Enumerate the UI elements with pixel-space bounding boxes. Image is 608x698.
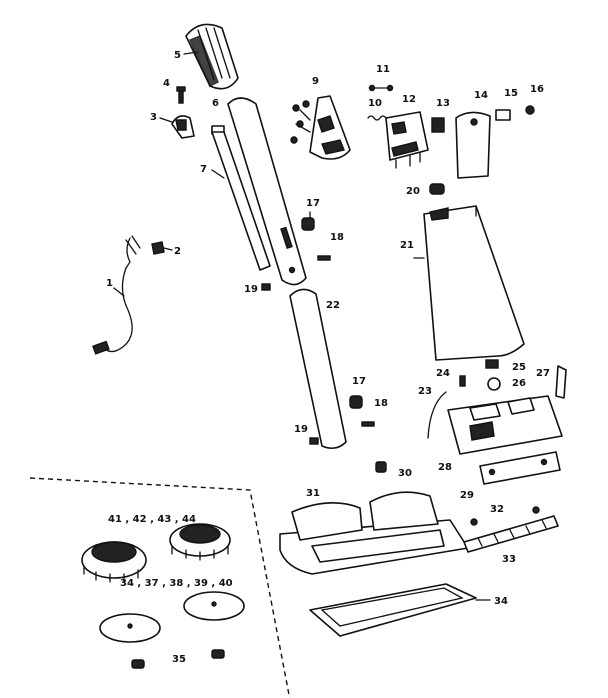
part-14-cover <box>455 111 491 179</box>
part-5-handle-grip <box>185 23 239 90</box>
part-34-tray <box>309 583 477 637</box>
part-15-button <box>495 109 511 121</box>
label-35: 35 <box>172 654 186 665</box>
label-33: 33 <box>502 554 516 565</box>
part-16-nut <box>525 105 535 115</box>
label-13: 13 <box>436 98 450 109</box>
part-10-spring <box>367 115 387 121</box>
label-19-upper: 19 <box>244 284 258 295</box>
label-25: 25 <box>512 362 526 373</box>
label-19-lower: 19 <box>294 424 308 435</box>
part-2-cord-clip <box>151 241 165 255</box>
part-9-bracket <box>290 95 351 160</box>
label-29: 29 <box>460 490 474 501</box>
label-23: 23 <box>418 386 432 397</box>
part-11-pin <box>368 84 394 92</box>
part-23-hose <box>427 391 447 439</box>
label-34: 34 <box>494 596 508 607</box>
part-26-ring <box>487 377 501 391</box>
label-17-lower: 17 <box>352 376 366 387</box>
label-20: 20 <box>406 186 420 197</box>
label-24: 24 <box>436 368 450 379</box>
part-brush-right <box>169 523 231 561</box>
label-30: 30 <box>398 468 412 479</box>
part-brush-left <box>81 541 147 583</box>
part-20-coupler <box>429 183 445 195</box>
label-6: 6 <box>212 98 219 109</box>
label-27: 27 <box>536 368 550 379</box>
part-29-plate <box>479 451 561 485</box>
accessory-region-border <box>29 477 291 698</box>
label-9: 9 <box>312 76 319 87</box>
part-25-fitting <box>485 359 499 369</box>
label-group-41-44: 41 , 42 , 43 , 44 <box>108 514 196 525</box>
part-35-coupling <box>131 649 225 669</box>
part-24-screw <box>459 375 466 387</box>
part-12-switch-housing <box>385 111 429 169</box>
label-32: 32 <box>490 504 504 515</box>
part-19-bolt-lower <box>309 437 319 445</box>
part-18-screw-upper <box>317 255 331 261</box>
part-17-plug-upper <box>301 217 315 231</box>
label-2: 2 <box>174 246 181 257</box>
part-6-upper-handle-tube <box>227 97 307 286</box>
label-28: 28 <box>438 462 452 473</box>
label-group-34-40: 34 , 37 , 38 , 39 , 40 <box>120 578 233 589</box>
part-33-bumper-strip <box>463 515 559 553</box>
part-17-plug-lower <box>349 395 363 409</box>
part-19-bolt-upper <box>261 283 271 291</box>
part-28-motor-housing <box>447 395 563 455</box>
part-30-bumper <box>375 461 387 473</box>
label-4: 4 <box>163 78 170 89</box>
label-17-upper: 17 <box>306 198 320 209</box>
label-1: 1 <box>106 278 113 289</box>
label-22: 22 <box>326 300 340 311</box>
label-11: 11 <box>376 64 390 75</box>
label-26: 26 <box>512 378 526 389</box>
part-31-base <box>279 491 469 575</box>
label-21: 21 <box>400 240 414 251</box>
label-3: 3 <box>150 112 157 123</box>
part-18-screw-lower <box>361 421 375 427</box>
part-32-screw <box>470 506 540 526</box>
part-27-latch <box>555 365 567 399</box>
label-12: 12 <box>402 94 416 105</box>
part-1-power-cord <box>92 235 141 355</box>
part-pad-right <box>183 591 245 621</box>
part-22-lower-handle-tube <box>289 288 347 450</box>
part-7-inner-rod <box>211 125 271 271</box>
part-4-screw <box>176 86 186 104</box>
label-31: 31 <box>306 488 320 499</box>
label-7: 7 <box>200 164 207 175</box>
part-3-clamp <box>171 115 195 139</box>
part-13-switch <box>431 117 445 133</box>
label-14: 14 <box>474 90 488 101</box>
label-10: 10 <box>368 98 382 109</box>
label-16: 16 <box>530 84 544 95</box>
label-15: 15 <box>504 88 518 99</box>
part-pad-left <box>99 613 161 643</box>
label-5: 5 <box>174 50 181 61</box>
part-21-bag-housing <box>423 205 525 361</box>
label-18-upper: 18 <box>330 232 344 243</box>
label-18-lower: 18 <box>374 398 388 409</box>
